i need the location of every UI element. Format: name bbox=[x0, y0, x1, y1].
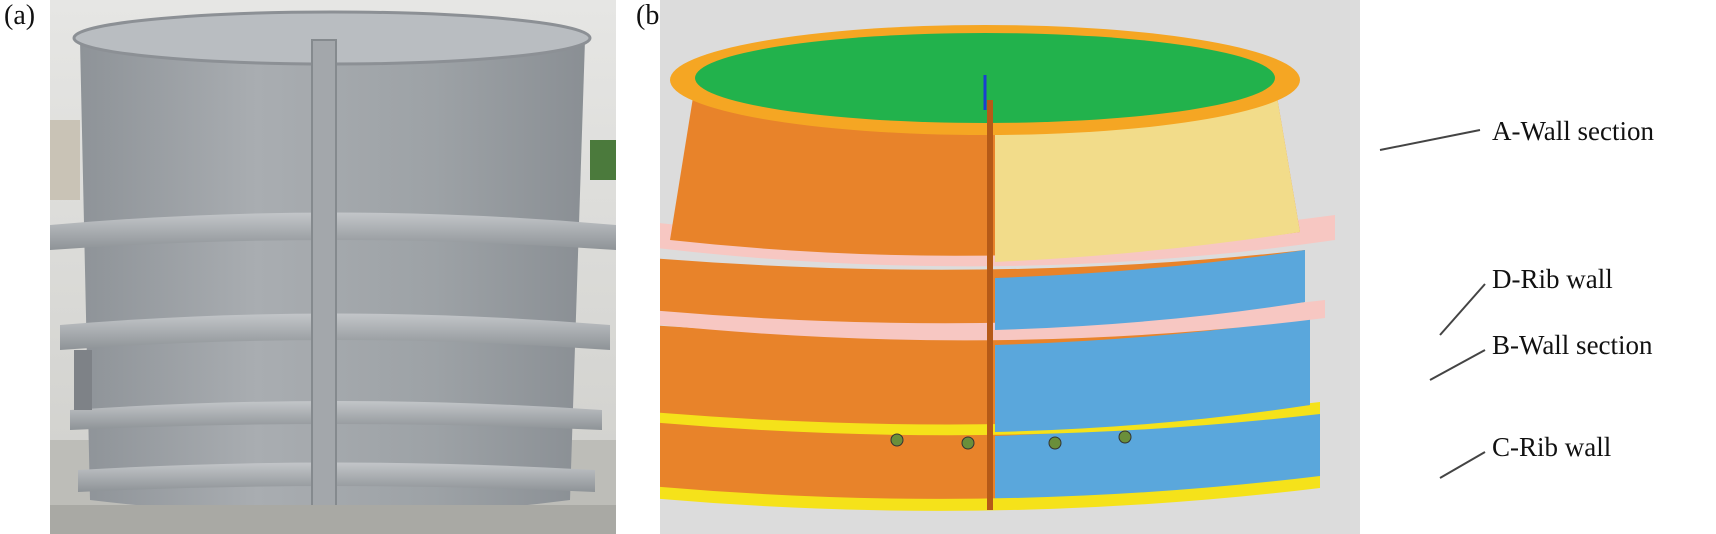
upper-b-wall-blue bbox=[995, 250, 1305, 330]
leader-b-wall bbox=[1429, 349, 1486, 381]
c-wall-blue bbox=[995, 410, 1320, 505]
leader-a-wall bbox=[1379, 129, 1481, 151]
leader-d-rib bbox=[1439, 283, 1486, 336]
background-tree bbox=[590, 140, 616, 180]
vertical-seam bbox=[987, 100, 993, 510]
leader-c-rib bbox=[1439, 451, 1486, 479]
panel-label-a: (a) bbox=[4, 0, 36, 31]
d-rib-wall bbox=[660, 300, 1325, 341]
edge-shadow bbox=[74, 350, 92, 410]
callout-c-rib-wall: C-Rib wall bbox=[1492, 432, 1612, 462]
c-rib-top bbox=[660, 402, 1320, 436]
callout-d-rib-wall: D-Rib wall bbox=[1492, 264, 1613, 294]
model-3d-tank bbox=[660, 0, 1360, 534]
bolt bbox=[961, 436, 975, 450]
callout-a-wall-section: A-Wall section bbox=[1492, 116, 1655, 146]
b-wall-blue bbox=[995, 318, 1310, 432]
photo-steel-tank bbox=[50, 0, 616, 534]
callout-b-wall-section: B-Wall section bbox=[1492, 330, 1653, 360]
bolt bbox=[1048, 436, 1062, 450]
bolt bbox=[890, 433, 904, 447]
bolt bbox=[1118, 430, 1132, 444]
base bbox=[50, 505, 616, 534]
background-building bbox=[50, 120, 80, 200]
c-rib-bottom bbox=[660, 476, 1320, 511]
